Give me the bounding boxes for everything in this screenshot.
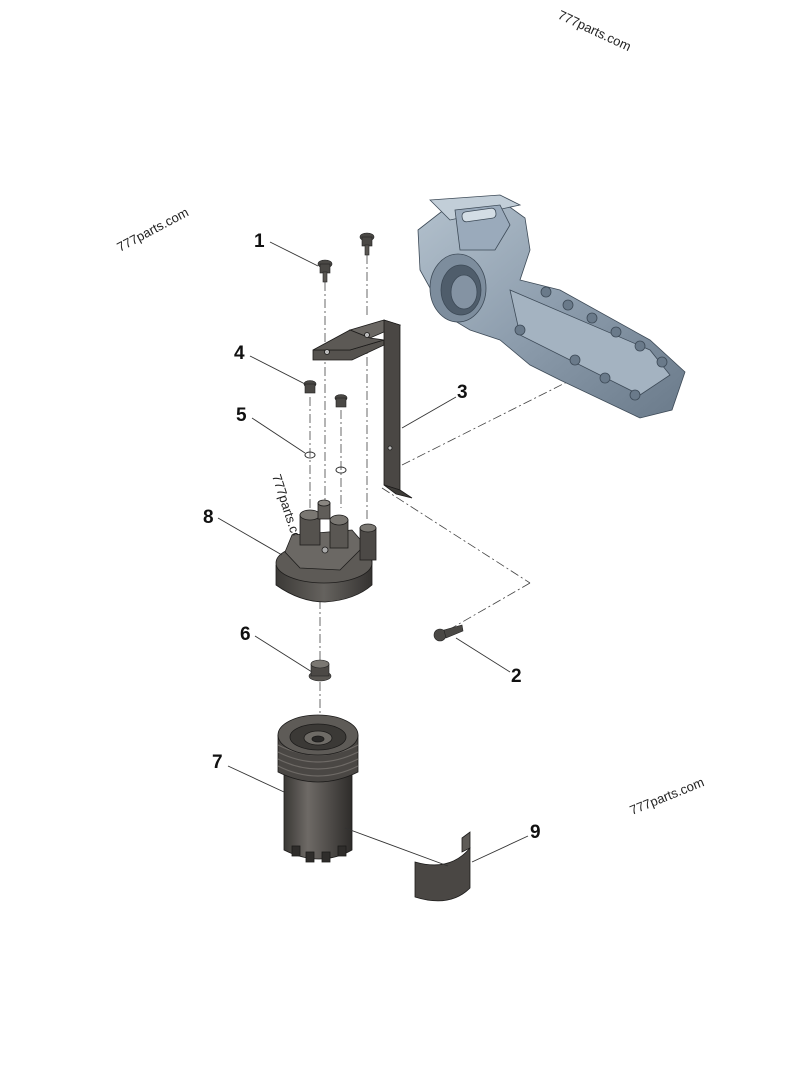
part-6-adapter (308, 659, 332, 682)
watermark-top-right: 777parts.com (556, 7, 634, 54)
watermark-lower-right: 777parts.com (628, 774, 707, 817)
callout-6: 6 (240, 624, 251, 645)
callout-2: 2 (511, 666, 522, 687)
callout-4: 4 (234, 343, 245, 364)
part-4-plugs (303, 380, 348, 408)
callout-9: 9 (530, 822, 541, 843)
callout-5: 5 (236, 405, 247, 426)
part-9-shield (414, 831, 471, 902)
part-7-filter-cartridge (277, 714, 359, 863)
part-1-bolts (317, 232, 375, 283)
leader-lines (217, 241, 529, 867)
assembly-centerlines (309, 255, 576, 730)
callout-8: 8 (203, 507, 214, 528)
callout-3: 3 (457, 382, 468, 403)
part-2-bolt (433, 624, 464, 642)
watermark-upper-left: 777parts.com (114, 204, 191, 254)
part-5-o-rings (304, 451, 347, 474)
part-8-filter-head (275, 499, 377, 603)
engine-housing (417, 194, 686, 419)
callout-1: 1 (254, 231, 265, 252)
part-3-bracket (312, 319, 413, 499)
callout-7: 7 (212, 752, 223, 773)
